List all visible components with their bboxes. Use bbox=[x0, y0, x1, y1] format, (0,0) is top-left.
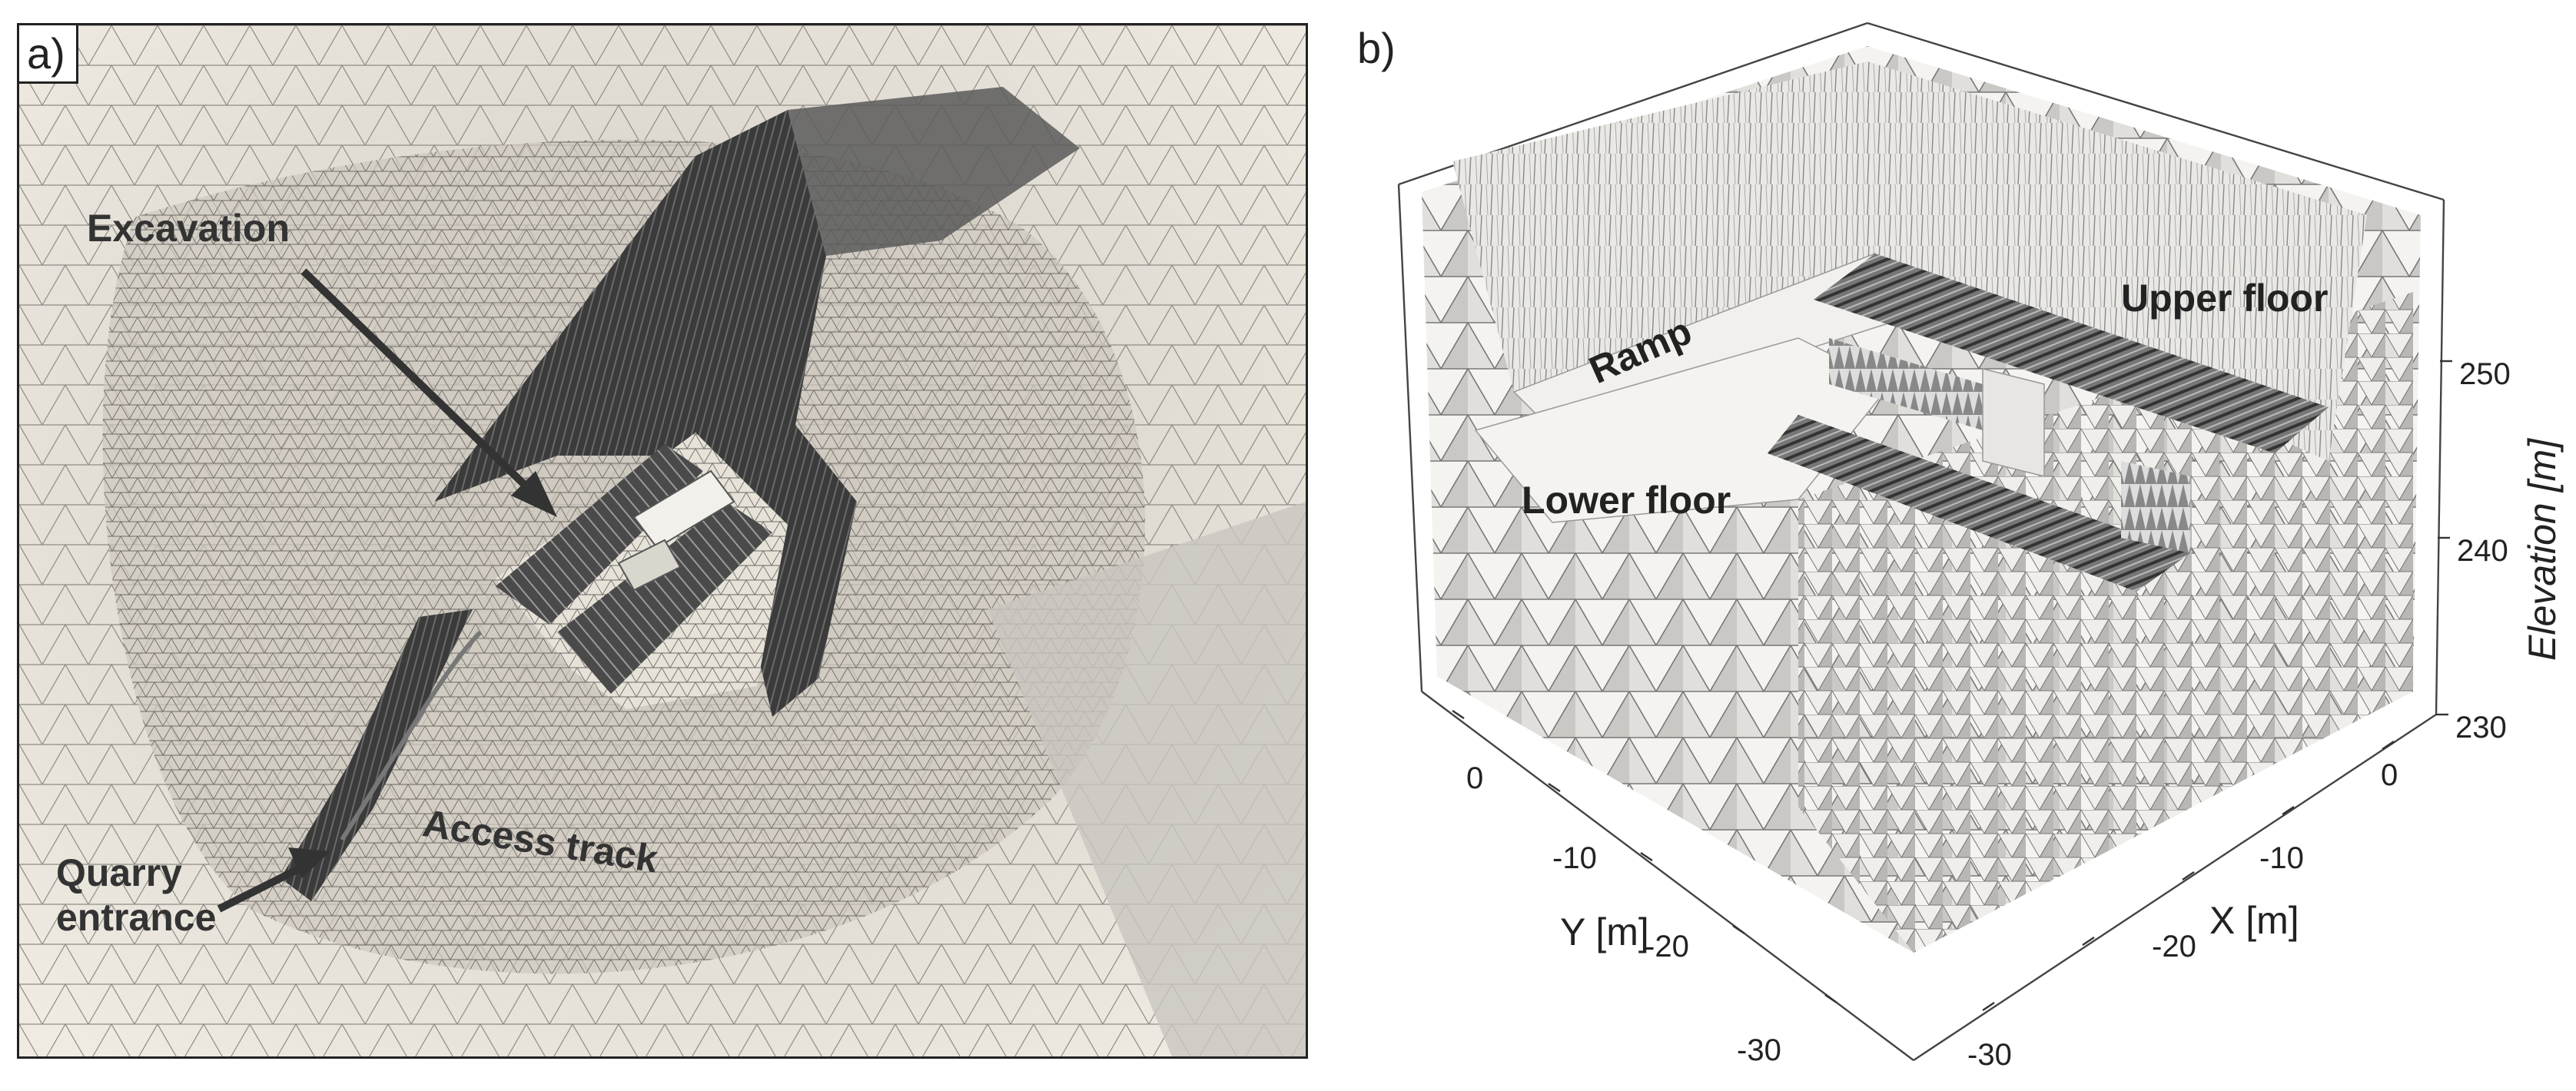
z-tick-230: 230 bbox=[2455, 711, 2507, 744]
upper-floor-surface bbox=[1814, 254, 2329, 453]
access-track-line bbox=[340, 630, 483, 841]
excavation-arrow-head bbox=[511, 471, 557, 517]
quarry-3d-model: 0 -10 -20 -30 Y [m] 0 -10 -20 -30 X [m] … bbox=[1397, 22, 2564, 1072]
bench-spikes-2 bbox=[2121, 461, 2190, 553]
excavation-arrow-shaft bbox=[300, 268, 537, 497]
y-axis-ticks bbox=[1452, 710, 1837, 1003]
panel-b-label: b) bbox=[1357, 24, 1396, 72]
quarry-entrance-line1: Quarry bbox=[56, 851, 182, 894]
bench-block bbox=[1982, 368, 2045, 477]
x-axis-label: X [m] bbox=[2209, 899, 2299, 942]
y-tick-2: -20 bbox=[1645, 930, 1689, 963]
y-tick-1: -10 bbox=[1552, 841, 1597, 875]
z-tick-250: 250 bbox=[2459, 357, 2511, 391]
slope-region bbox=[988, 502, 1306, 1056]
excavation-label: Excavation bbox=[87, 207, 290, 250]
lower-floor-label: Lower floor bbox=[1522, 479, 1731, 522]
y-tick-3: -30 bbox=[1737, 1033, 1781, 1067]
x-tick-2: -20 bbox=[2152, 930, 2196, 963]
bench-spikes-1 bbox=[1829, 338, 1983, 430]
north-cliff-wall bbox=[434, 110, 826, 517]
panel-b-3d-view: 0 -10 -20 -30 Y [m] 0 -10 -20 -30 X [m] … bbox=[1306, 0, 2576, 1091]
entrance-arrow-head bbox=[288, 847, 330, 878]
x-tick-3: -30 bbox=[1967, 1038, 2012, 1072]
rock-face-right bbox=[1798, 292, 2413, 953]
x-axis-ticks bbox=[1982, 741, 2395, 1011]
quarry-entrance-line2: entrance bbox=[56, 895, 217, 939]
z-axis-ticks bbox=[2436, 360, 2452, 716]
terrain-mesh-a bbox=[19, 25, 1306, 1056]
z-axis-label: Elevation [m] bbox=[2521, 438, 2564, 661]
entrance-arrow-shaft bbox=[217, 863, 306, 913]
upper-cliff bbox=[788, 87, 1080, 256]
z-tick-240: 240 bbox=[2457, 534, 2508, 568]
floor-strip-2 bbox=[557, 502, 772, 694]
bench-block-2 bbox=[617, 539, 682, 592]
upper-floor-label: Upper floor bbox=[2121, 277, 2328, 320]
y-tick-0: 0 bbox=[1466, 761, 1483, 795]
back-wall-right bbox=[1867, 61, 2367, 461]
back-wall-left bbox=[1452, 61, 1875, 392]
x-tick-0: 0 bbox=[2381, 758, 2398, 792]
lower-floor-strip bbox=[1768, 415, 2190, 592]
quarry-entrance-label: Quarry entrance bbox=[56, 851, 216, 940]
panel-a-label: a) bbox=[19, 25, 78, 84]
y-axis-label: Y [m] bbox=[1560, 910, 1649, 953]
x-tick-1: -10 bbox=[2259, 841, 2304, 875]
bench-block-1 bbox=[632, 469, 735, 549]
entrance-cut bbox=[281, 609, 473, 901]
floor-strip-1 bbox=[496, 444, 703, 625]
panel-a-mesh-view: a) Excavation Access track Quarry entran… bbox=[17, 23, 1308, 1059]
